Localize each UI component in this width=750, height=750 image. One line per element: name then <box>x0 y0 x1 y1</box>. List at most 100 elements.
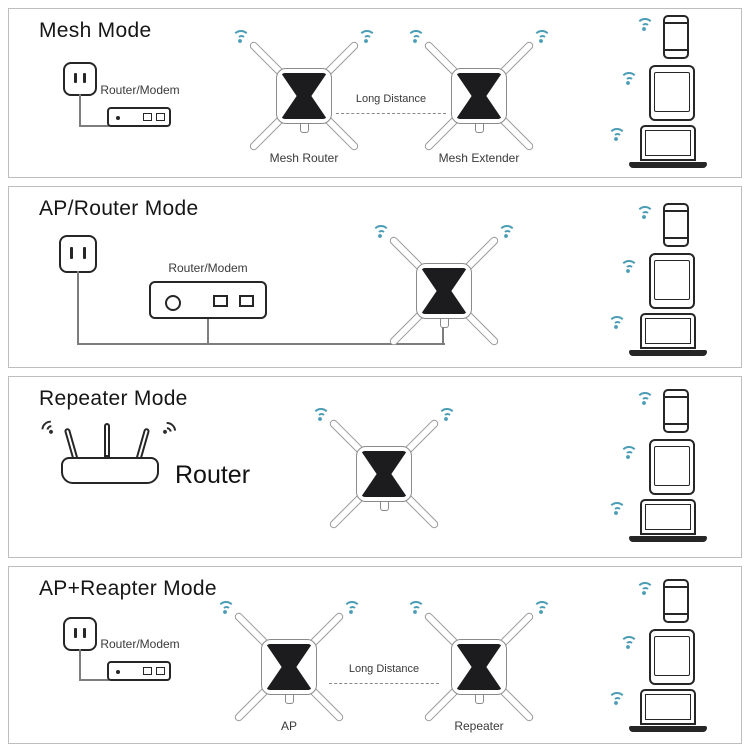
panel-repeater-mode: Repeater Mode Router <box>8 376 742 558</box>
device-jack <box>285 695 294 704</box>
wifi-icon <box>619 635 638 650</box>
panel-title: Repeater Mode <box>39 387 188 410</box>
modem-port <box>156 667 165 675</box>
cable-line <box>79 125 109 127</box>
device-face <box>266 644 312 690</box>
cable-line <box>77 271 79 345</box>
wifi-icon <box>619 445 638 460</box>
wifi-icon <box>437 407 456 422</box>
smartphone-icon <box>663 15 689 59</box>
modem-port <box>213 295 228 307</box>
modem-label: Router/Modem <box>168 261 248 275</box>
cable-line <box>79 649 81 681</box>
modem-label: Router/Modem <box>100 83 180 97</box>
device-body <box>261 639 317 695</box>
wireless-router-icon <box>61 457 159 484</box>
wifi-icon <box>406 600 425 615</box>
device-body <box>356 446 412 502</box>
laptop-icon <box>629 689 707 732</box>
cable-line <box>79 94 81 127</box>
power-plug-icon <box>63 617 97 651</box>
tablet-icon <box>649 253 695 309</box>
cable-line <box>79 679 109 681</box>
wifi-icon <box>371 224 390 239</box>
wifi-icon <box>619 259 638 274</box>
laptop-base <box>629 536 707 542</box>
panel-ap-router-mode: AP/Router Mode Router/Modem <box>8 186 742 368</box>
power-plug-icon <box>63 62 97 96</box>
device-face <box>281 73 327 119</box>
distance-text: Long Distance <box>355 93 427 105</box>
wifi-icon <box>532 29 551 44</box>
laptop-icon <box>629 313 707 356</box>
panel-title: AP+Reapter Mode <box>39 577 217 600</box>
device-jack <box>300 124 309 133</box>
device-body <box>276 68 332 124</box>
wifi-icon <box>406 29 425 44</box>
wifi-icon <box>497 224 516 239</box>
wifi-icon <box>36 416 60 441</box>
wifi-icon <box>342 600 361 615</box>
smartphone-icon <box>663 203 689 247</box>
device-body <box>451 639 507 695</box>
mesh-device-icon <box>309 407 459 539</box>
wifi-icon <box>635 581 654 596</box>
laptop-icon <box>629 125 707 168</box>
laptop-icon <box>629 499 707 542</box>
device-face <box>456 644 502 690</box>
wifi-icon <box>635 205 654 220</box>
wifi-icon <box>619 71 638 86</box>
cable-line <box>207 319 209 345</box>
mesh-device-icon <box>404 600 554 732</box>
laptop-screen <box>640 125 696 161</box>
device-jack <box>475 695 484 704</box>
wifi-icon <box>607 127 626 142</box>
long-distance-label: Long Distance <box>329 663 439 684</box>
wifi-icon <box>216 600 235 615</box>
panel-title: AP/Router Mode <box>39 197 199 220</box>
wifi-icon <box>607 691 626 706</box>
wifi-icon <box>607 501 626 516</box>
device-label: AP <box>280 719 297 733</box>
wifi-icon <box>635 391 654 406</box>
router-modem-icon <box>149 281 267 319</box>
wifi-icon <box>231 29 250 44</box>
device-jack <box>440 319 449 328</box>
panel-mesh-mode: Mesh Mode Router/Modem Mesh Router Long … <box>8 8 742 178</box>
mesh-device-icon <box>229 29 379 161</box>
wifi-icon <box>357 29 376 44</box>
device-jack <box>475 124 484 133</box>
modem-port <box>239 295 254 307</box>
smartphone-icon <box>663 389 689 433</box>
device-label: Repeater <box>454 719 504 733</box>
wifi-icon <box>156 416 180 441</box>
laptop-screen <box>640 499 696 535</box>
router-label: Router <box>175 461 251 489</box>
tablet-icon <box>649 439 695 495</box>
wifi-icon <box>532 600 551 615</box>
smartphone-icon <box>663 579 689 623</box>
long-distance-label: Long Distance <box>336 93 446 114</box>
cable-line <box>77 343 445 345</box>
router-antenna <box>104 423 110 457</box>
modem-port <box>143 113 152 121</box>
panel-ap-repeater-mode: AP+Reapter Mode Router/Modem AP Long Dis… <box>8 566 742 744</box>
router-modem-icon <box>107 661 171 681</box>
device-face <box>456 73 502 119</box>
laptop-screen <box>640 689 696 725</box>
laptop-base <box>629 162 707 168</box>
panel-title: Mesh Mode <box>39 19 152 42</box>
wifi-icon <box>635 17 654 32</box>
device-face <box>421 268 467 314</box>
device-label: Mesh Router <box>269 151 339 165</box>
laptop-screen <box>640 313 696 349</box>
device-body <box>416 263 472 319</box>
device-jack <box>380 502 389 511</box>
modem-label: Router/Modem <box>100 637 180 651</box>
mesh-device-icon <box>404 29 554 161</box>
mesh-device-icon <box>214 600 364 732</box>
laptop-base <box>629 350 707 356</box>
laptop-base <box>629 726 707 732</box>
router-modem-icon <box>107 107 171 127</box>
tablet-icon <box>649 629 695 685</box>
